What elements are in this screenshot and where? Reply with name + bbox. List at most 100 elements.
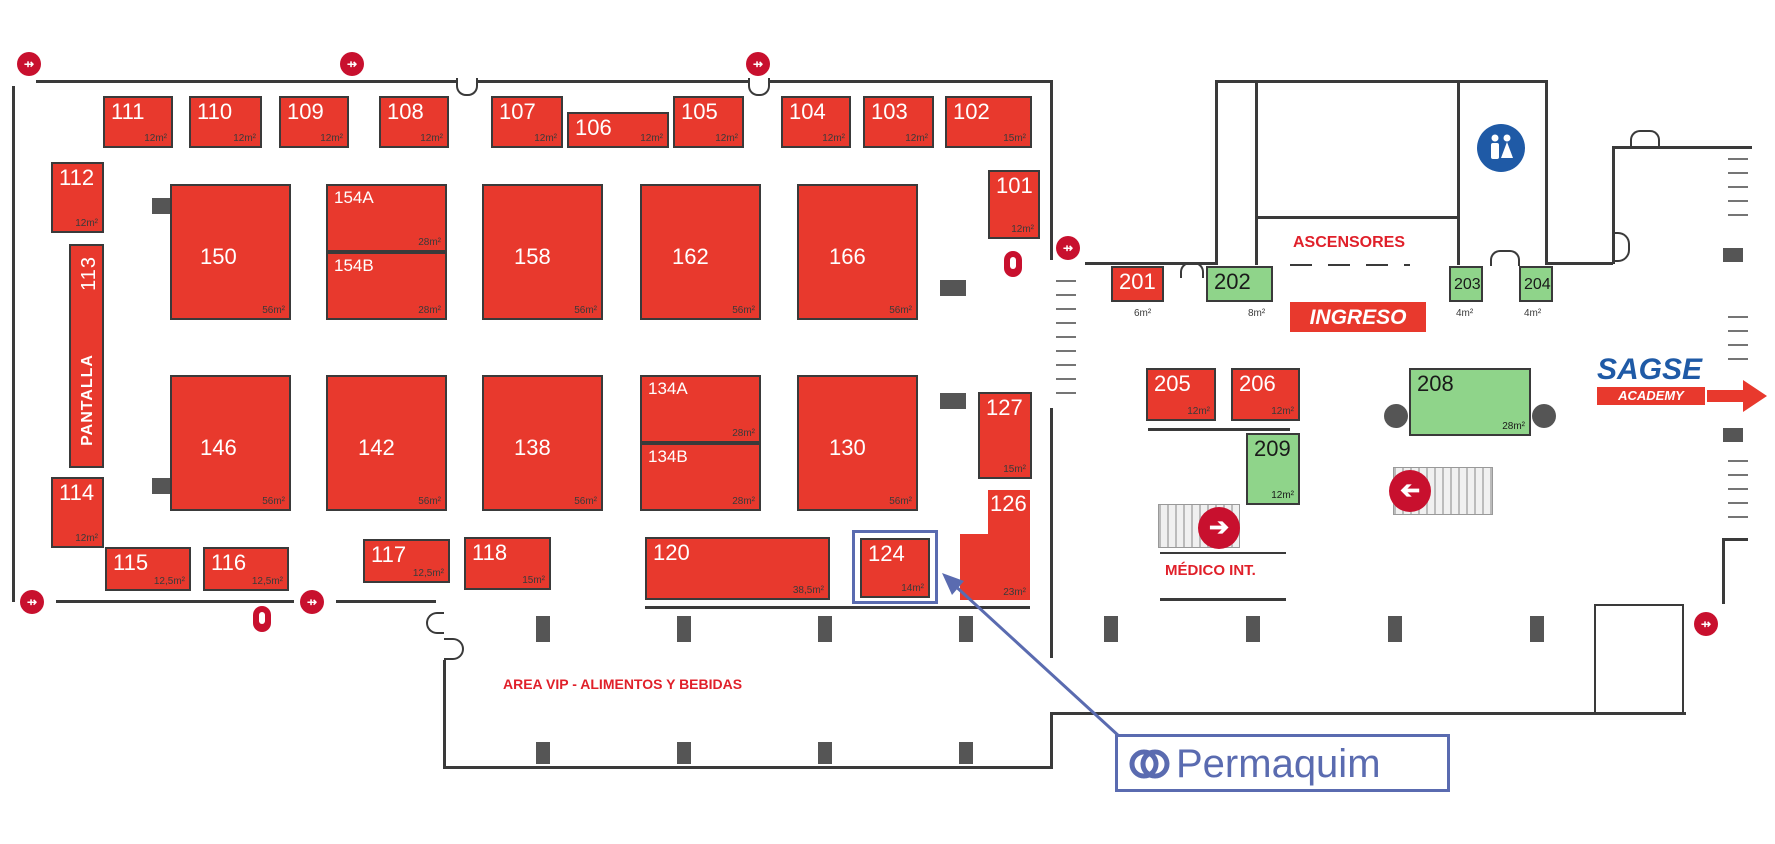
door [456,78,478,96]
door [1180,262,1204,278]
booth-number: 138 [514,435,551,460]
booth-number: 127 [986,395,1023,420]
pillar [940,280,966,296]
wall-right-hall1 [1050,80,1053,260]
booth-134a[interactable]: 134A 28m² [640,375,761,443]
exit-icon: ⇸ [746,52,770,76]
booth-size: 12m² [534,133,557,144]
corridor-bottom [1050,712,1590,715]
booth-size: 28m² [732,428,755,439]
booth-number: 209 [1254,436,1291,461]
booth-number: 134A [648,379,688,398]
booth-size: 12m² [1187,406,1210,417]
booth-number: 154B [334,256,374,275]
exit-icon: ⇸ [1694,612,1718,636]
booth-number: 134B [648,447,688,466]
booth-204[interactable]: 204 [1519,266,1553,302]
booth-number: 102 [953,99,990,124]
arrow-icon [1707,380,1767,412]
booth-size: 56m² [732,305,755,316]
booth-203-size: 4m² [1456,308,1474,319]
elevator-block-top [1215,80,1545,83]
booth-202[interactable]: 202 [1206,266,1273,302]
booth-size: 12m² [420,133,443,144]
hall2-top-wall-right [1548,262,1613,265]
booth-number: 108 [387,99,424,124]
booth-154b[interactable]: 154B 28m² [326,252,447,320]
booth-203[interactable]: 203 [1449,266,1483,302]
exit-icon: ⇸ [300,590,324,614]
doors-stack [1728,460,1748,520]
booth-number: 114 [59,480,95,505]
booth-size: 15m² [1003,133,1026,144]
booth-size: 38,5m² [792,585,824,596]
booth-113[interactable]: 113 PANTALLA [69,244,104,468]
booth-number: 112 [59,165,95,190]
elevator-block-right [1545,80,1548,265]
sagse-logo: SAGSE [1597,353,1703,386]
pillar [536,742,550,764]
booth-108[interactable]: 108 12m² [379,96,449,148]
permaquim-logo: Permaquim [1115,734,1450,792]
fire-extinguisher-icon [1004,251,1022,277]
booth-number: 120 [653,540,690,565]
wall-top-left [36,80,456,83]
door [1630,130,1660,148]
booth-102[interactable]: 102 15m² [945,96,1032,148]
pillar [959,742,973,764]
booth-134b[interactable]: 134B 28m² [640,443,761,511]
booth-size: 28m² [732,496,755,507]
booth-number: 110 [197,99,233,124]
wall-right-hall1-lower [1050,408,1053,658]
booth-201[interactable]: 201 [1111,266,1164,302]
booth-number: 208 [1417,371,1454,396]
booth-size: 15m² [522,575,545,586]
booth-size: 28m² [418,305,441,316]
pillar [677,742,691,764]
booth-120[interactable]: 120 38,5m² [645,537,830,600]
booth-number: 113 [78,256,100,291]
booth-size: 12m² [715,133,738,144]
round-table [1384,404,1408,428]
booth-row-line [645,606,1030,609]
exit-icon: ⇸ [20,590,44,614]
booth-number: 142 [358,435,395,460]
doors-stack [1728,158,1748,218]
door [426,612,444,634]
doors-stack [1728,316,1748,372]
booth-size: 12,5m² [251,576,283,587]
hall2-right-upper [1612,148,1615,264]
permaquim-emblem-icon [1129,749,1170,779]
hall2-top-wall [1085,262,1215,265]
